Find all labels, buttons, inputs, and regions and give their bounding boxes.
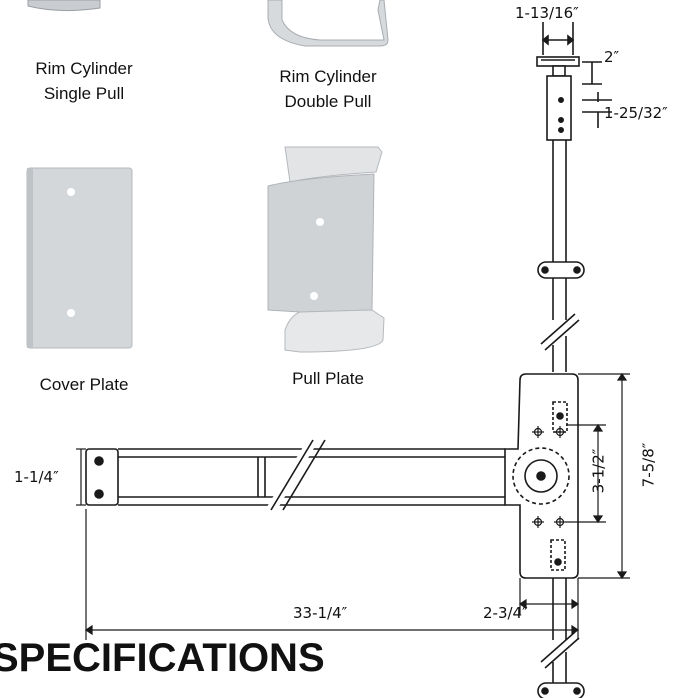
case-inner-dimension: 3-1/2″ [589, 448, 608, 494]
push-bar-assembly [85, 373, 585, 698]
rim-cylinder-single-pull-image [27, 0, 101, 12]
bar-height-dimension: 1-1/4″ [14, 468, 59, 486]
cover-plate-label: Cover Plate [39, 375, 129, 394]
dimension-lines [76, 372, 630, 640]
rim-cylinder-double-pull-image [267, 0, 389, 47]
pull-plate-label: Pull Plate [292, 369, 364, 388]
specifications-heading: SPECIFICATIONS [0, 636, 325, 680]
case-height-dimension: 7-5/8″ [639, 442, 658, 488]
pull-plate-image [267, 146, 385, 353]
rim-cylinder-single-pull-label: Rim Cylinder Single Pull [35, 59, 133, 103]
rod-bracket-height-dimension: 1-25/32″ [604, 104, 668, 122]
bar-length-dimension: 33-1/4″ [293, 604, 348, 622]
vertical-rod-top [536, 22, 612, 372]
case-width-dimension: 2-3/4″ [483, 604, 528, 622]
rod-top-height-dimension: 2″ [604, 48, 620, 66]
rod-top-width-dimension: 1-13/16″ [515, 4, 579, 22]
cover-plate-image [26, 167, 133, 349]
rim-cylinder-double-pull-label: Rim Cylinder Double Pull [279, 67, 377, 111]
